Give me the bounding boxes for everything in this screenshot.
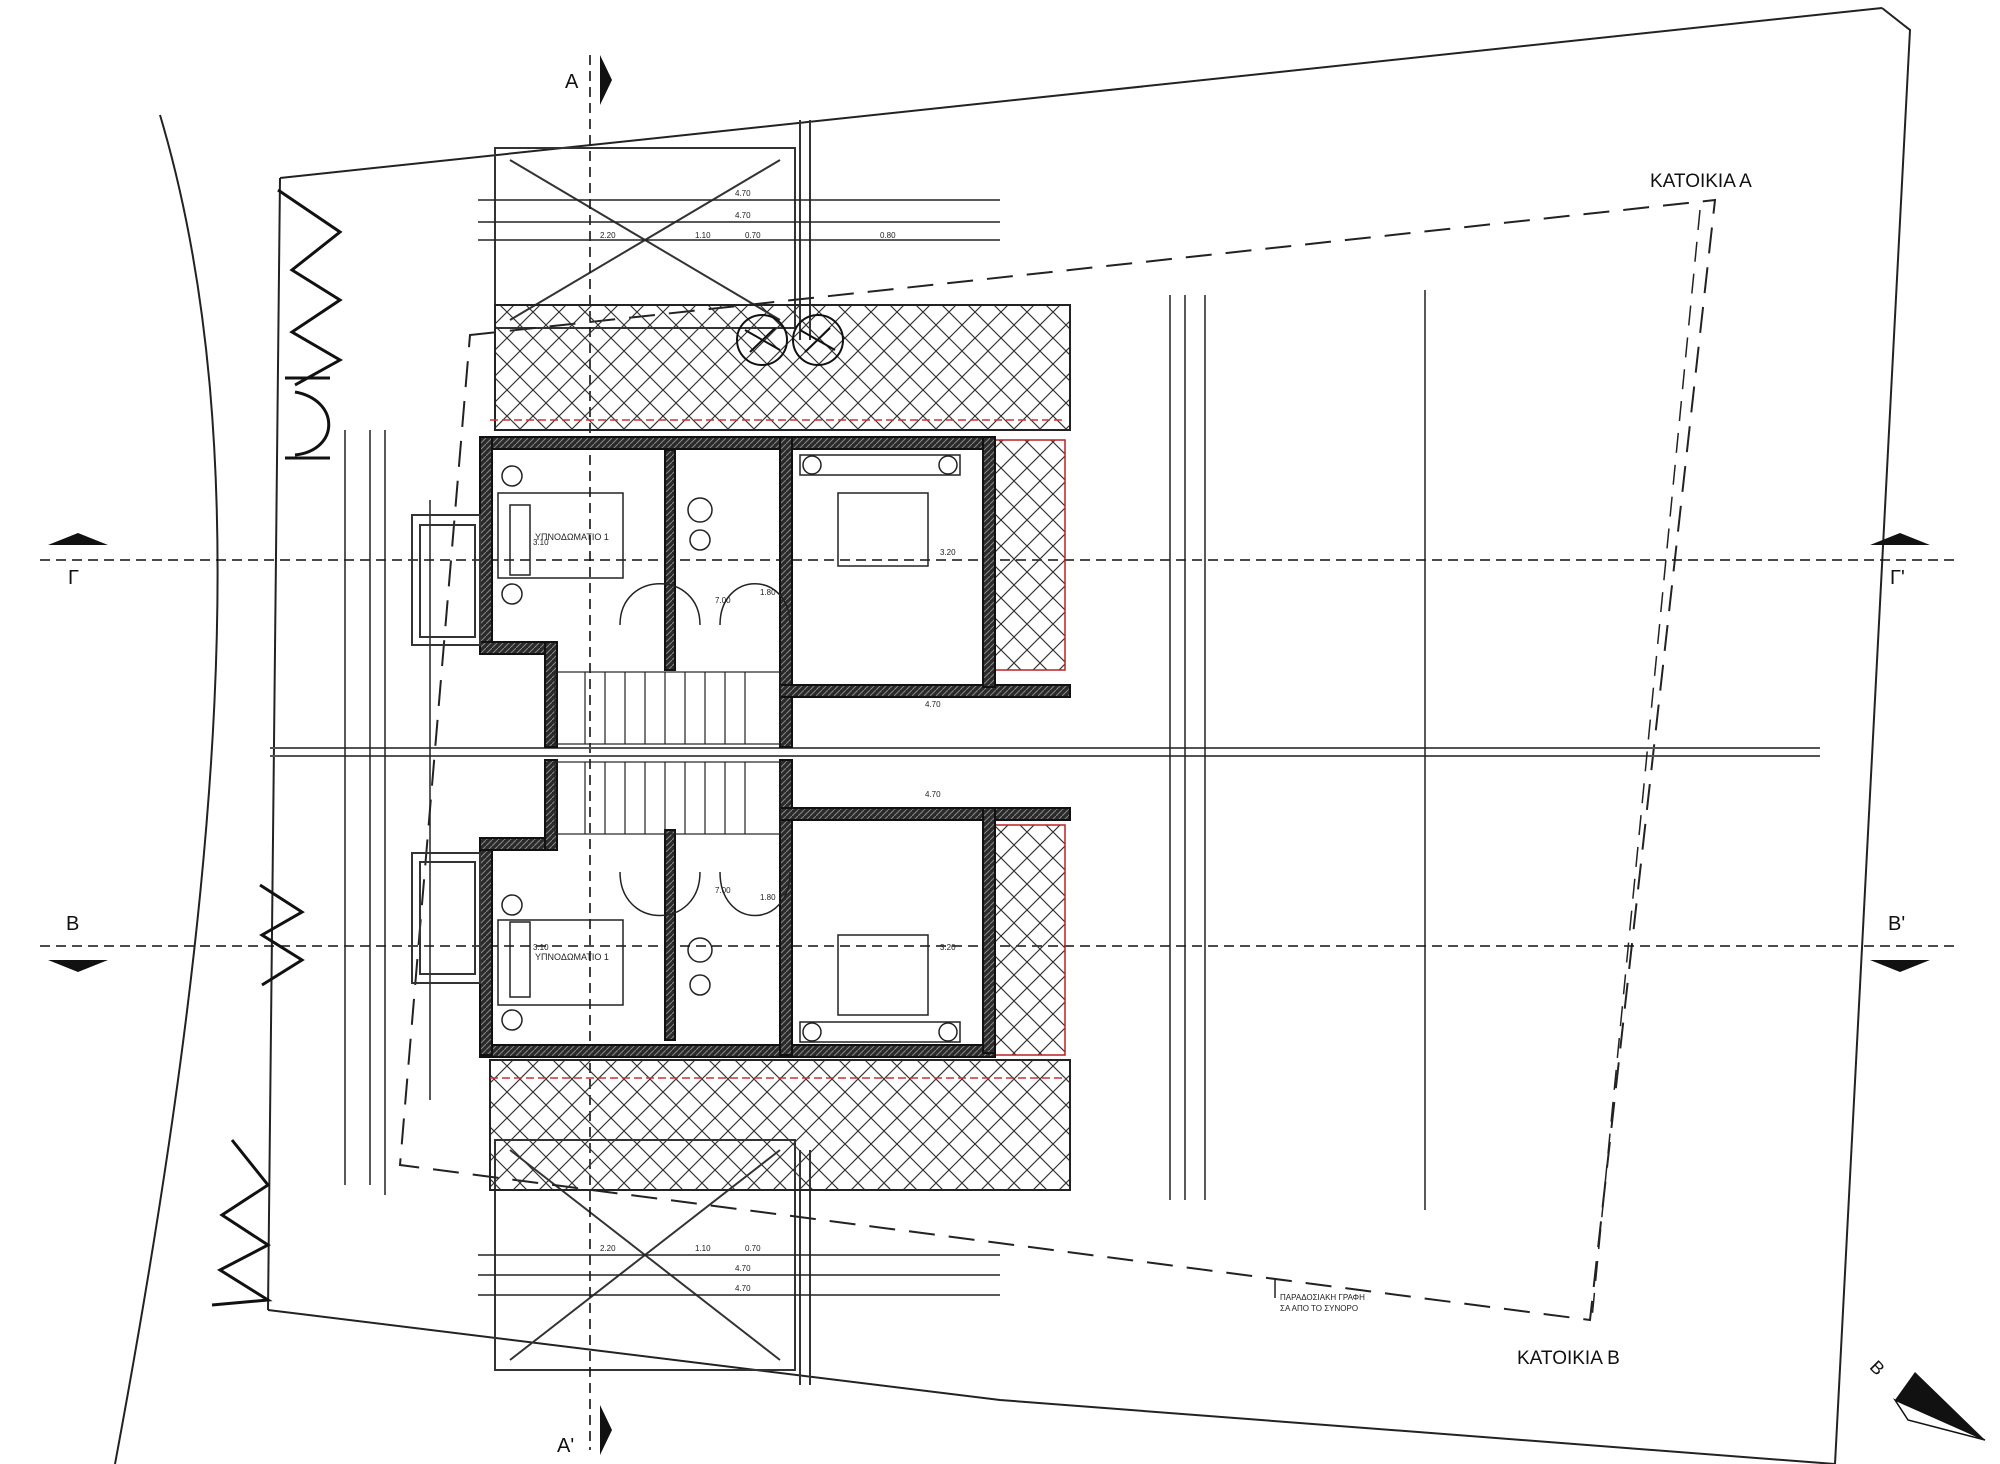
svg-text:0.70: 0.70: [745, 1244, 761, 1253]
section-label-g: Γ: [68, 567, 79, 589]
room-label-bedroom-b: ΥΠΝΟΔΩΜΑΤΙΟ 1: [535, 952, 609, 962]
svg-text:1.10: 1.10: [695, 231, 711, 240]
svg-text:4.70: 4.70: [735, 189, 751, 198]
svg-text:1.80: 1.80: [760, 588, 776, 597]
svg-text:4.70: 4.70: [735, 211, 751, 220]
section-label-b-prime: Β': [1888, 913, 1905, 935]
section-label-b: Β: [66, 913, 79, 935]
svg-text:1.10: 1.10: [695, 1244, 711, 1253]
top-dimension-lines: [478, 199, 1000, 241]
boundary-note: ΠΑΡΑΔΟΣΙΑΚΗ ΓΡΑΦΗ ΣΑ ΑΠΟ ΤΟ ΣΥΝΟΡΟ: [1274, 1278, 1365, 1313]
svg-text:4.70: 4.70: [925, 700, 941, 709]
svg-text:4.70: 4.70: [735, 1264, 751, 1273]
interior-dimension-texts-a: 4.70 3.20 3.10 1.80 7.00: [533, 538, 956, 709]
left-dimension-lines: [344, 430, 431, 1195]
entrance-gates: [211, 188, 344, 1307]
svg-text:2.20: 2.20: [600, 231, 616, 240]
svg-text:3.10: 3.10: [533, 943, 549, 952]
setback-line: [398, 198, 1717, 1322]
svg-text:0.80: 0.80: [880, 231, 896, 240]
svg-text:3.20: 3.20: [940, 943, 956, 952]
interior-dimension-texts-b: 4.70 3.20 3.10 1.80 7.00: [533, 790, 956, 952]
room-label-bedroom-a: ΥΠΝΟΔΩΜΑΤΙΟ 1: [535, 532, 609, 542]
svg-text:Β: Β: [1866, 1357, 1889, 1380]
house-a-walls: [479, 436, 1071, 748]
house-b-walls: [479, 759, 1071, 1058]
svg-text:4.70: 4.70: [925, 790, 941, 799]
svg-text:7.00: 7.00: [715, 596, 731, 605]
plant-icons: [736, 314, 844, 366]
svg-text:3.10: 3.10: [533, 538, 549, 547]
svg-text:2.20: 2.20: [600, 1244, 616, 1253]
svg-text:4.70: 4.70: [735, 1284, 751, 1293]
section-label-g-prime: Γ': [1890, 567, 1905, 589]
party-wall-axis: [270, 747, 1820, 757]
top-dimension-texts: 4.70 4.70 2.20 1.10 0.70 0.80: [600, 189, 896, 240]
section-markers: [48, 55, 1930, 1455]
north-arrow-icon: Β: [1866, 1357, 1986, 1441]
house-b-interior: [497, 871, 961, 1043]
house-a-label: ΚΑΤΟΙΚΙΑ Α: [1650, 171, 1752, 192]
stairs-b: [554, 761, 781, 835]
svg-text:ΠΑΡΑΔΟΣΙΑΚΗ ΓΡΑΦΗ: ΠΑΡΑΔΟΣΙΑΚΗ ΓΡΑΦΗ: [1280, 1293, 1365, 1302]
house-b-label: ΚΑΤΟΙΚΙΑ Β: [1517, 1348, 1620, 1369]
svg-text:0.70: 0.70: [745, 231, 761, 240]
bottom-dimension-texts: 2.20 1.10 0.70 4.70 4.70: [600, 1244, 761, 1293]
section-lines: [40, 55, 1960, 1450]
plot-boundary: [114, 7, 1912, 1464]
section-label-a: Α: [565, 71, 579, 93]
stairs-a: [554, 671, 781, 745]
svg-text:3.20: 3.20: [940, 548, 956, 557]
svg-text:ΣΑ ΑΠΟ ΤΟ ΣΥΝΟΡΟ: ΣΑ ΑΠΟ ΤΟ ΣΥΝΟΡΟ: [1280, 1304, 1358, 1313]
house-a-interior: [497, 454, 961, 626]
svg-text:1.80: 1.80: [760, 893, 776, 902]
right-guide-line: [1591, 209, 1701, 1319]
right-dimension-lines: [1169, 290, 1426, 1210]
side-balconies: [411, 514, 481, 984]
bottom-dimension-lines: [478, 1254, 1000, 1296]
svg-text:7.00: 7.00: [715, 886, 731, 895]
terrace-b: [489, 824, 1071, 1191]
section-label-a-prime: Α': [557, 1435, 574, 1457]
